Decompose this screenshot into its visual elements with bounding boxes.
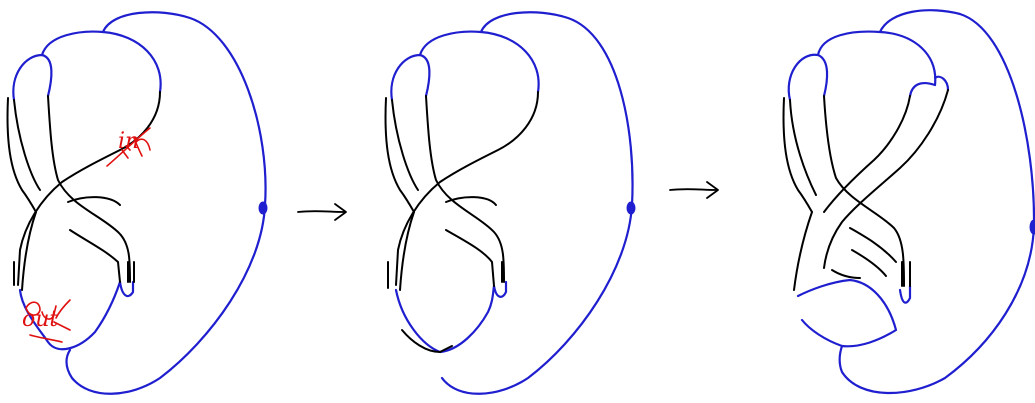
panel-2-strand-b: [426, 96, 504, 282]
panel-1: in out: [8, 12, 267, 394]
panel-1-strand-b: [48, 96, 130, 282]
arrow-1: [298, 204, 346, 220]
panel-1-label-in: in: [118, 129, 139, 154]
panel-1-bottom-tab: [120, 282, 133, 296]
panel-3-strand-c: [784, 98, 812, 212]
panel-2-strand-a: [392, 100, 418, 190]
panel-3-strand-j: [832, 270, 860, 278]
panel-2-marker-dot: [627, 202, 635, 214]
panel-2-bottom-tab: [494, 282, 506, 297]
panel-3-marker-dot: [1030, 220, 1035, 234]
panel-3-bottom-tab: [900, 286, 910, 303]
panel-2-strand-f: [446, 230, 494, 286]
panel-2-strand-c: [386, 98, 414, 212]
panel-3: [784, 10, 1035, 393]
panel-3-bottom-lobe: [798, 280, 896, 346]
panel-1-strand-f: [70, 230, 120, 282]
panel-1-outer-band: [67, 12, 266, 394]
panel-1-strand-i: [128, 262, 134, 282]
panel-2-top-loop: [420, 32, 539, 92]
panel-3-strand-d: [824, 90, 948, 268]
panel-3-strand-g: [794, 212, 812, 290]
panel-3-left-lobe: [789, 55, 827, 100]
panel-3-strand-f: [850, 228, 896, 262]
panel-1-strand-c: [8, 98, 36, 212]
panel-2: [386, 12, 635, 394]
panel-3-lower-band: [840, 225, 1034, 393]
panel-3-strand-e: [824, 96, 910, 212]
panel-2-left-lobe: [391, 55, 429, 100]
panel-1-strand-a: [14, 100, 40, 190]
panel-3-right-tab: [910, 77, 948, 96]
panel-1-annotation-in: in: [107, 128, 150, 166]
panel-2-bottom-lobe: [396, 286, 494, 352]
panel-1-label-out: out: [22, 307, 58, 332]
panel-1-top-loop: [42, 32, 161, 92]
panel-3-strand-h: [852, 250, 886, 276]
panel-1-annotation-out: out: [22, 300, 70, 342]
panel-2-strand-j: [402, 330, 452, 352]
panel-1-marker-dot: [259, 202, 267, 214]
arrow-2: [670, 182, 718, 198]
panel-3-top-loop: [818, 32, 935, 85]
panel-1-left-lobe: [13, 55, 51, 100]
